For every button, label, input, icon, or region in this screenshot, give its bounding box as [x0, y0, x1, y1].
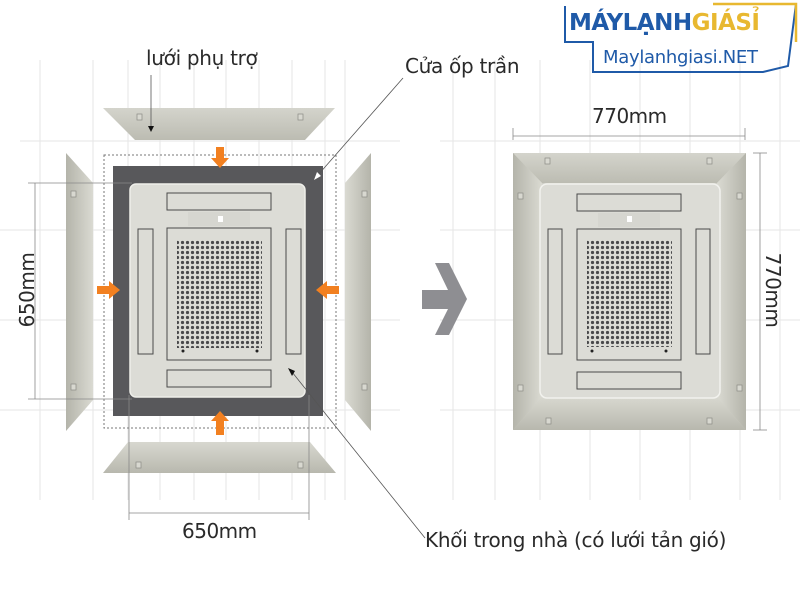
logo-wordmark: MÁYLẠNHGIÁSỈ — [569, 10, 760, 36]
left-grille-panel — [66, 153, 93, 431]
dimension-left-height: 650mm — [15, 252, 39, 328]
label-ceiling-panel: Cửa ốp trần — [405, 54, 520, 78]
right-grille-panel — [345, 153, 371, 431]
top-grille-panel — [103, 108, 335, 140]
label-indoor-unit: Khối trong nhà (có lưới tản gió) — [425, 528, 727, 552]
assembled-unit — [513, 153, 746, 430]
dimension-right-width: 770mm — [592, 104, 667, 128]
dimension-right-height: 770mm — [761, 252, 785, 328]
dimension-left-width: 650mm — [182, 519, 257, 543]
bottom-grille-panel — [103, 442, 336, 473]
logo-part-blue: MÁYLẠNH — [569, 10, 692, 36]
logo-subtitle: Maylanhgiasi.NET — [603, 47, 758, 68]
transition-arrow-icon — [422, 263, 467, 335]
label-grille: lưới phụ trợ — [146, 46, 258, 70]
orange-arrows — [97, 147, 339, 435]
logo-frame — [564, 2, 798, 73]
logo-part-gold: GIÁSỈ — [691, 10, 760, 36]
brand-logo: MÁYLẠNHGIÁSỈ Maylanhgiasi.NET — [563, 2, 798, 76]
